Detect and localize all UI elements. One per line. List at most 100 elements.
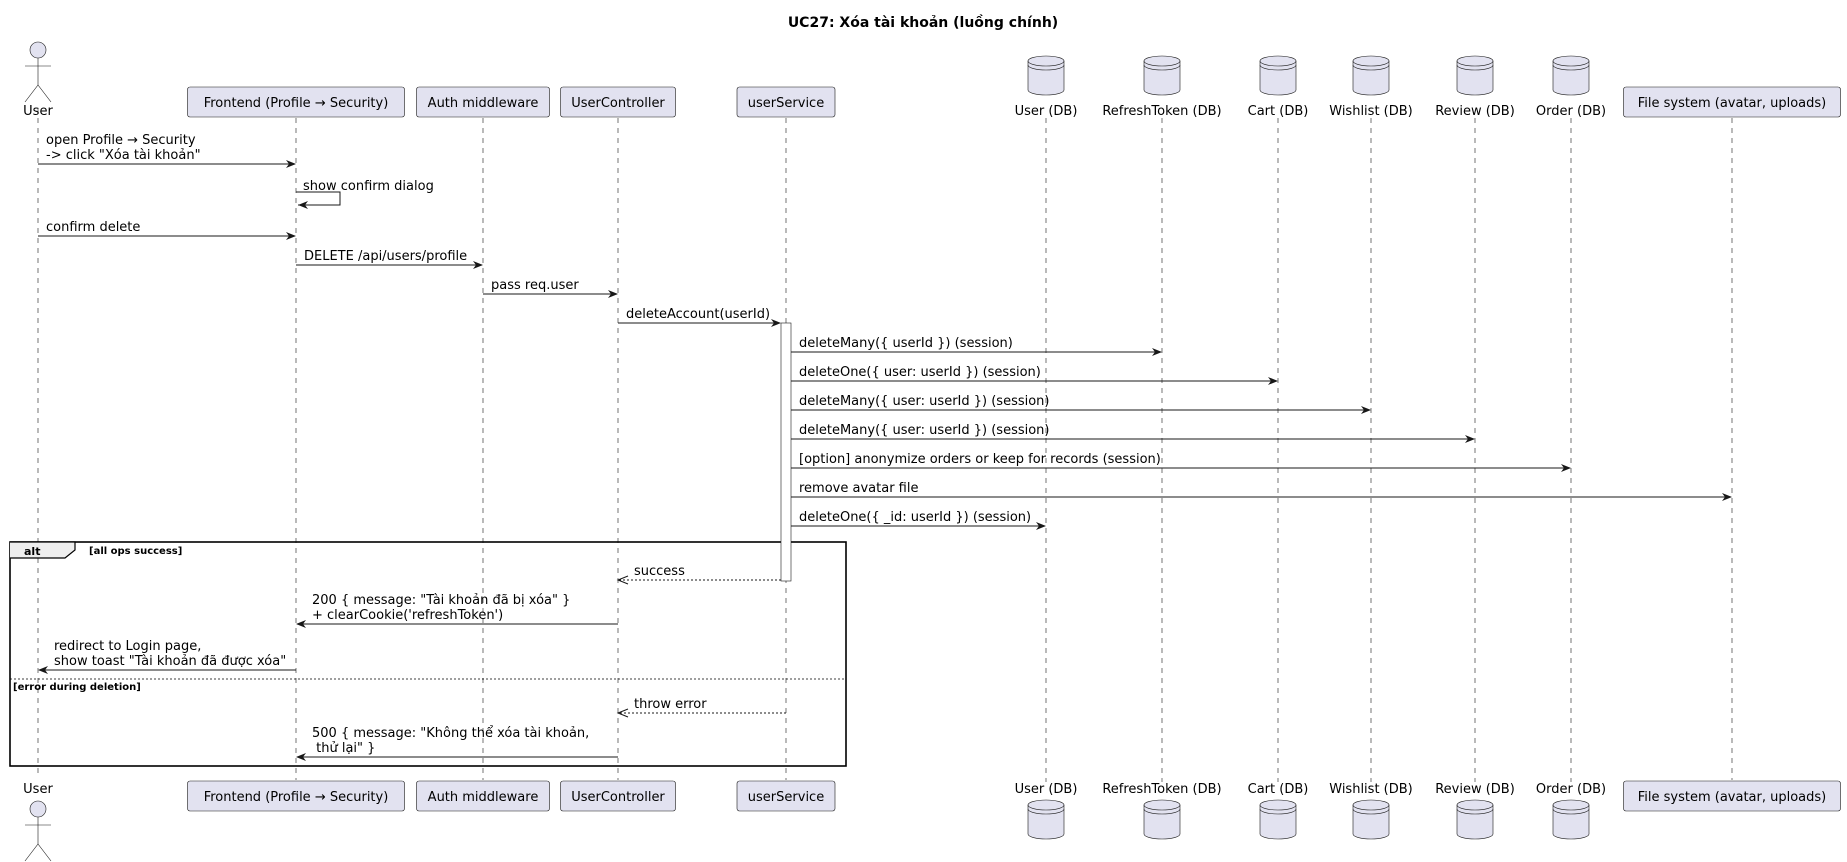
participant-orderdb-top-label: Order (DB)	[1536, 104, 1606, 119]
database-rim	[1352, 60, 1390, 67]
participant-userdb-bottom-label: User (DB)	[1015, 782, 1078, 797]
database-rim-2	[1552, 64, 1590, 71]
participant-fs-bottom-box	[1623, 780, 1841, 812]
message-arrowhead	[296, 620, 306, 628]
message-2: show confirm dialog	[296, 179, 434, 209]
database-rim	[1552, 804, 1590, 811]
participant-controller-top-box	[560, 86, 676, 118]
message-8: deleteOne({ user: userId }) (session)	[791, 365, 1278, 385]
database-body	[1143, 799, 1181, 840]
database-rim-2	[1259, 64, 1297, 71]
activation-bars	[780, 322, 792, 582]
message-label: show toast "Tài khoản đã được xóa"	[54, 654, 286, 669]
participant-service-bottom-label: userService	[748, 790, 824, 805]
message-12: remove avatar file	[791, 481, 1732, 501]
database-body	[1143, 55, 1181, 96]
participant-frontend-bottom-box	[187, 780, 405, 812]
participant-frontend-top-box	[187, 86, 405, 118]
message-arrowhead	[298, 201, 308, 209]
actor-leg-left	[24, 84, 39, 103]
database-body	[1259, 799, 1297, 840]
participant-refreshdb-top-label: RefreshToken (DB)	[1102, 104, 1221, 119]
database-rim	[1456, 60, 1494, 67]
activation-bar-userservice	[780, 322, 792, 582]
user-actor-icon-bottom	[24, 800, 52, 862]
message-label: confirm delete	[46, 220, 140, 235]
participant-service-top-box	[736, 86, 836, 118]
participant-user-bottom-label: User	[23, 782, 53, 797]
database-icon-refreshdb-bottom	[1143, 799, 1181, 840]
participant-auth-top-box	[416, 86, 550, 118]
database-rim-2	[1259, 808, 1297, 815]
database-rim-2	[1027, 64, 1065, 71]
participant-cartdb-bottom-label: Cart (DB)	[1248, 782, 1309, 797]
message-arrowhead	[286, 160, 296, 168]
database-icon-wishlistdb	[1352, 55, 1390, 96]
message-arrowhead	[1722, 493, 1732, 501]
participant-reviewdb-top-label: Review (DB)	[1435, 104, 1515, 119]
database-icon-orderdb-bottom	[1552, 799, 1590, 840]
participant-auth-bottom-box	[416, 780, 550, 812]
database-rim-2	[1352, 808, 1390, 815]
database-icon-refreshdb	[1143, 55, 1181, 96]
message-label: deleteOne({ user: userId }) (session)	[799, 365, 1041, 380]
message-arrowhead	[1152, 348, 1162, 356]
database-icon-userdb-bottom	[1027, 799, 1065, 840]
user-actor-icon	[24, 41, 52, 103]
message-11: [option] anonymize orders or keep for re…	[791, 452, 1571, 472]
actor-leg-right	[37, 84, 52, 103]
database-icon-reviewdb	[1456, 55, 1494, 96]
message-15: 200 { message: "Tài khoản đã bị xóa" }+ …	[296, 593, 618, 628]
participant-auth-top-label: Auth middleware	[428, 96, 539, 111]
database-rim-2	[1456, 64, 1494, 71]
message-1: open Profile → Security-> click "Xóa tài…	[38, 133, 296, 168]
participant-reviewdb-bottom-label: Review (DB)	[1435, 782, 1515, 797]
participant-controller-bottom-box	[560, 780, 676, 812]
message-label: 500 { message: "Không thể xóa tài khoản,	[312, 726, 589, 741]
participant-frontend-top-label: Frontend (Profile → Security)	[204, 96, 389, 111]
message-17: throw error	[616, 697, 786, 718]
participant-user-top-label: User	[23, 104, 53, 119]
message-13: deleteOne({ _id: userId }) (session)	[791, 510, 1046, 530]
message-6: deleteAccount(userId)	[618, 307, 781, 327]
database-body	[1352, 799, 1390, 840]
participant-wishlistdb-bottom-label: Wishlist (DB)	[1329, 782, 1413, 797]
database-rim	[1143, 60, 1181, 67]
participant-fs-top-label: File system (avatar, uploads)	[1638, 96, 1827, 111]
message-label: 200 { message: "Tài khoản đã bị xóa" }	[312, 593, 570, 608]
alt-guard-success: [all ops success]	[89, 546, 182, 557]
message-label: + clearCookie('refreshToken')	[312, 608, 503, 623]
message-arrowhead	[1361, 406, 1371, 414]
message-label: pass req.user	[491, 278, 579, 293]
message-label: [option] anonymize orders or keep for re…	[799, 452, 1161, 467]
message-4: DELETE /api/users/profile	[296, 249, 483, 269]
participant-controller-bottom-label: UserController	[571, 790, 665, 805]
database-body	[1027, 799, 1065, 840]
message-label: deleteMany({ userId }) (session)	[799, 336, 1013, 351]
participant-userdb-top-label: User (DB)	[1015, 104, 1078, 119]
message-label: show confirm dialog	[303, 179, 434, 194]
message-label: open Profile → Security	[46, 133, 196, 148]
database-body	[1552, 799, 1590, 840]
message-16: redirect to Login page,show toast "Tài k…	[38, 639, 296, 674]
message-arrowhead	[473, 261, 483, 269]
message-arrowhead	[608, 290, 618, 298]
database-rim	[1456, 804, 1494, 811]
participant-orderdb-bottom-label: Order (DB)	[1536, 782, 1606, 797]
message-arrowhead	[1561, 464, 1571, 472]
message-5: pass req.user	[483, 278, 618, 298]
database-rim	[1027, 60, 1065, 67]
database-icon-wishlistdb-bottom	[1352, 799, 1390, 840]
database-body	[1552, 55, 1590, 96]
participant-wishlistdb-top-label: Wishlist (DB)	[1329, 104, 1413, 119]
messages: open Profile → Security-> click "Xóa tài…	[38, 133, 1732, 761]
actor-head	[29, 41, 47, 59]
participant-auth-bottom-label: Auth middleware	[428, 790, 539, 805]
alt-frame: alt[all ops success][error during deleti…	[9, 541, 847, 767]
lifelines	[37, 108, 1733, 782]
participant-service-bottom-box	[736, 780, 836, 812]
database-rim-2	[1352, 64, 1390, 71]
actor-leg-right	[37, 843, 52, 862]
